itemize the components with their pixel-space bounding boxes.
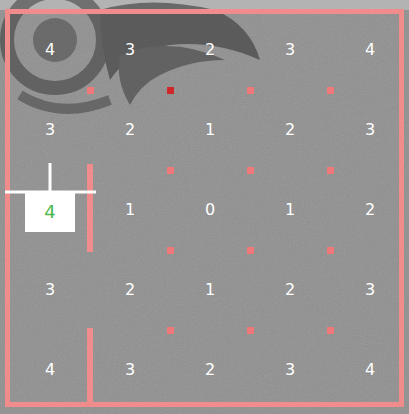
wall-segment xyxy=(87,328,93,406)
cell-number: 4 xyxy=(45,42,55,58)
cell-number: 2 xyxy=(285,122,295,138)
cell-number: 1 xyxy=(285,202,295,218)
cell-number: 2 xyxy=(125,282,135,298)
cell-number: 2 xyxy=(205,362,215,378)
grid-dots xyxy=(87,87,334,334)
cell-number: 3 xyxy=(45,282,55,298)
cell-number: 2 xyxy=(285,282,295,298)
cell-number: 1 xyxy=(205,282,215,298)
selected-cell: 4 xyxy=(25,192,75,232)
cell-number: 4 xyxy=(365,42,375,58)
cell-number: 3 xyxy=(365,122,375,138)
cell-number: 3 xyxy=(45,122,55,138)
board-border xyxy=(8,12,402,405)
cursor-line xyxy=(49,163,52,192)
cell-number: 3 xyxy=(125,42,135,58)
cell-number: 1 xyxy=(205,122,215,138)
cell-number: 4 xyxy=(44,203,55,221)
cell-number: 2 xyxy=(365,202,375,218)
cell-number: 3 xyxy=(285,362,295,378)
cell-number: 3 xyxy=(365,282,375,298)
cell-number: 3 xyxy=(285,42,295,58)
cell-number: 2 xyxy=(125,122,135,138)
cell-number: 0 xyxy=(205,202,215,218)
cell-number: 4 xyxy=(45,362,55,378)
wall-segment xyxy=(87,164,93,252)
swirl-watermark xyxy=(7,0,260,109)
cell-number: 3 xyxy=(125,362,135,378)
cell-number: 2 xyxy=(205,42,215,58)
cell-number: 1 xyxy=(125,202,135,218)
cell-number: 4 xyxy=(365,362,375,378)
